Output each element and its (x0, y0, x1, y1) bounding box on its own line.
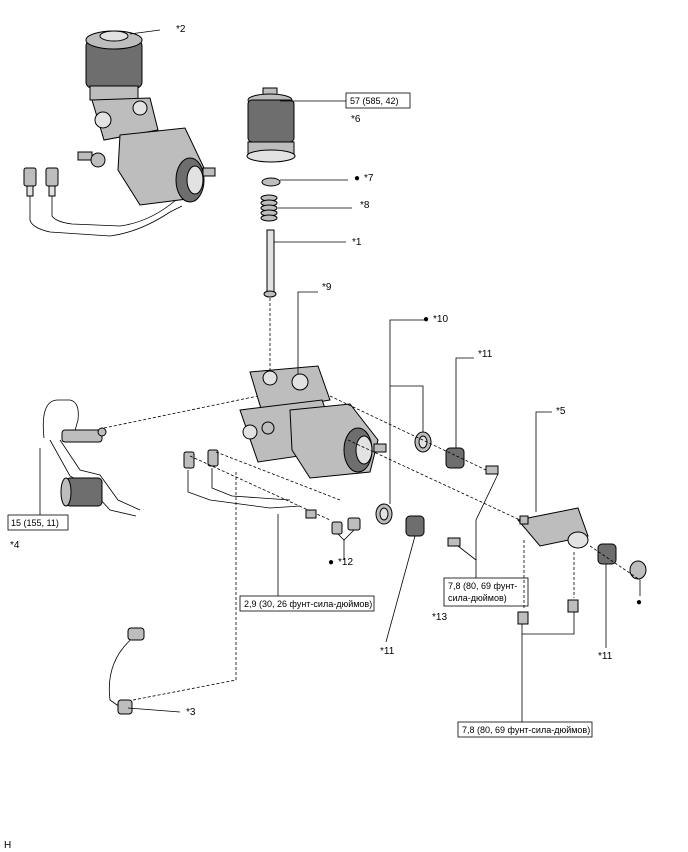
spring-part (260, 194, 278, 222)
torque-filter: 57 (585, 42) (350, 96, 399, 106)
bullet-7: ● (354, 173, 360, 184)
hose-part (108, 627, 145, 715)
torque-bottom: 7,8 (80, 69 фунт-сила-дюймов) (462, 725, 590, 735)
bolt-bottom-b (567, 599, 579, 613)
oil-filter-part (246, 87, 296, 163)
rod-part (266, 229, 275, 293)
callout-5: *5 (556, 406, 566, 417)
torque-bracket-line2: сила-дюймов) (448, 593, 507, 603)
callout-6: *6 (351, 114, 361, 125)
torque-line: 15 (155, 11) (11, 518, 59, 528)
bolt-upper (485, 465, 499, 475)
callout-1: *1 (352, 237, 362, 248)
plug-parts (331, 517, 361, 535)
bracket-part (517, 507, 589, 549)
end-cap (629, 560, 647, 580)
center-pipes (183, 449, 301, 509)
bolt-bottom-a (517, 611, 529, 625)
bullet-12: ● (328, 557, 334, 568)
corner-mark: H (4, 840, 11, 851)
torque-center-bolt: 2,9 (30, 26 фунт-сила-дюймов) (244, 599, 372, 609)
bullet-10: ● (423, 314, 429, 325)
damper-11c (597, 543, 617, 565)
callout-2: *2 (176, 24, 186, 35)
assembled-pump-unit (23, 30, 216, 237)
bolt-lower (447, 537, 461, 547)
damper-11b (405, 515, 425, 537)
callout-9: *9 (322, 282, 332, 293)
bullet-end: ● (636, 597, 642, 608)
callout-11a: *11 (478, 349, 493, 360)
bolt-part (305, 509, 317, 519)
callout-7: *7 (364, 173, 374, 184)
pump-body-part (239, 365, 387, 479)
torque-bracket-line1: 7,8 (80, 69 фунт- (448, 581, 517, 591)
callout-3: *3 (186, 707, 196, 718)
left-line-assembly (42, 399, 141, 517)
callout-13: *13 (432, 612, 447, 623)
callout-11c: *11 (598, 651, 613, 662)
callout-10: *10 (433, 314, 448, 325)
damper-11a (445, 447, 465, 469)
callout-4: *4 (10, 540, 20, 551)
callout-12: *12 (338, 557, 353, 568)
callout-8: *8 (360, 200, 370, 211)
callout-11b: *11 (380, 646, 395, 657)
o-ring-part (261, 177, 281, 187)
